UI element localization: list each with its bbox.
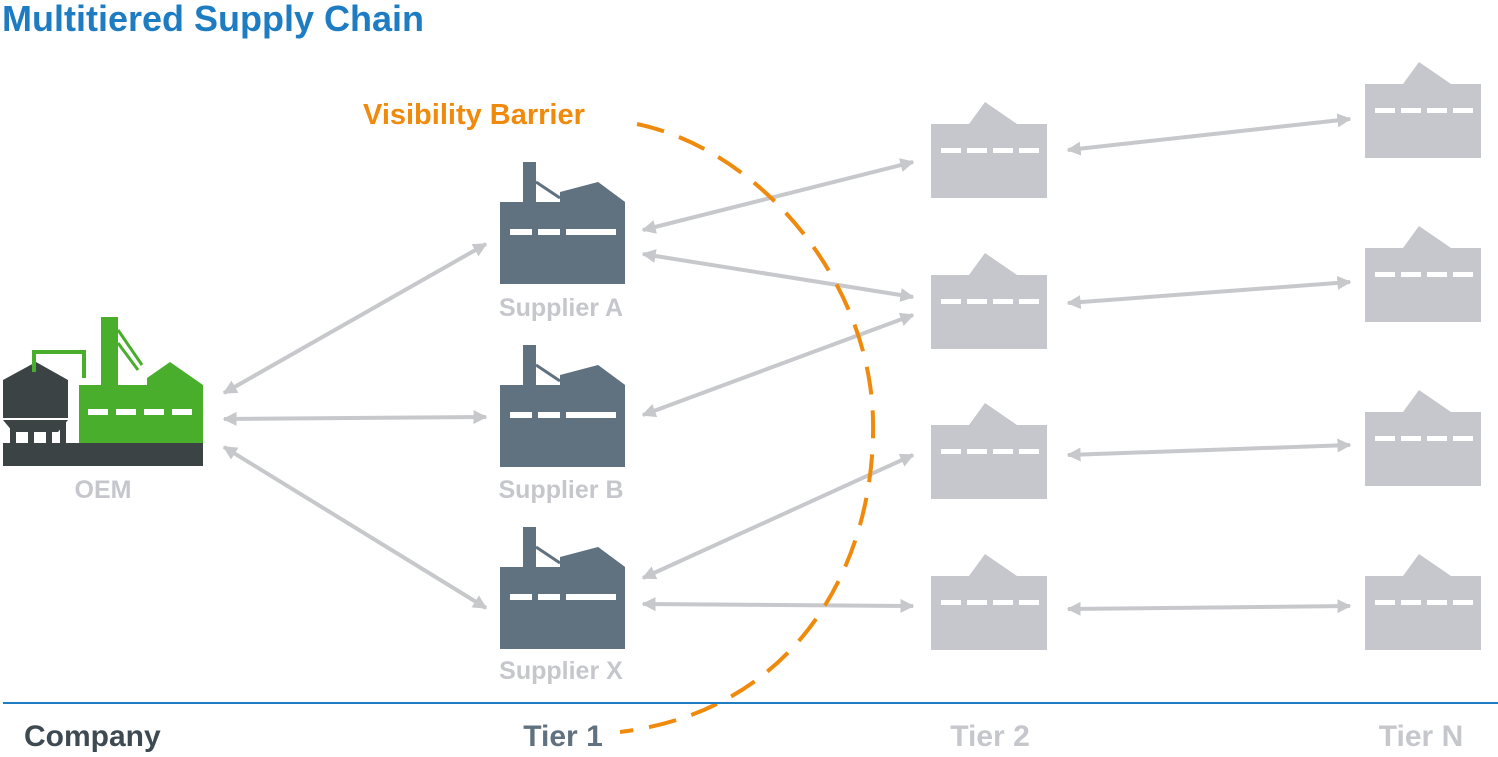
supplier-x-label: Supplier X	[499, 657, 623, 685]
supplier-x-factory-icon	[498, 525, 627, 651]
oem-label: OEM	[75, 476, 132, 504]
tierN-warehouse-icon-3	[1365, 390, 1481, 486]
page-title: Multitiered Supply Chain	[2, 0, 424, 39]
supplier-a-factory-icon	[498, 160, 627, 286]
arrow-oem-supplier-a	[222, 242, 488, 395]
tier2-warehouse-icon-1	[931, 102, 1047, 198]
arrow-tier2-3-tierN-3	[1066, 438, 1352, 462]
arrow-supplier-b-tier2-2	[641, 312, 915, 418]
arrow-tier2-4-tierN-4	[1066, 599, 1352, 616]
tier2-warehouse-icon-2	[931, 253, 1047, 349]
tier-label-tier1: Tier 1	[523, 720, 603, 753]
tierN-warehouse-icon-1	[1365, 62, 1481, 158]
tier-label-tierN: Tier N	[1379, 720, 1463, 753]
supplier-b-label: Supplier B	[498, 476, 623, 504]
supplier-a-label: Supplier A	[499, 294, 623, 322]
arrow-supplier-x-tier2-4	[641, 597, 915, 613]
tier-label-company: Company	[24, 720, 161, 753]
tier2-warehouse-icon-4	[931, 554, 1047, 650]
tier-label-tier2: Tier 2	[950, 720, 1030, 753]
tierN-warehouse-icon-4	[1365, 554, 1481, 650]
arrow-tier2-2-tierN-2	[1066, 275, 1352, 310]
factory-with-silo-icon	[3, 317, 203, 466]
arrow-tier2-1-tierN-1	[1066, 113, 1352, 156]
tierN-warehouse-icon-2	[1365, 226, 1481, 322]
visibility-barrier-curve	[619, 122, 876, 734]
arrow-oem-supplier-x	[222, 445, 488, 610]
tier2-warehouse-icon-3	[931, 403, 1047, 499]
connection-arrows	[222, 113, 1352, 616]
arrow-supplier-x-tier2-3	[641, 453, 915, 580]
arrow-supplier-a-tier2-1	[641, 158, 915, 234]
arrow-oem-supplier-b	[222, 410, 488, 426]
visibility-barrier-label: Visibility Barrier	[363, 99, 585, 131]
supplier-b-factory-icon	[498, 343, 627, 469]
arrow-supplier-a-tier2-2	[641, 249, 915, 302]
